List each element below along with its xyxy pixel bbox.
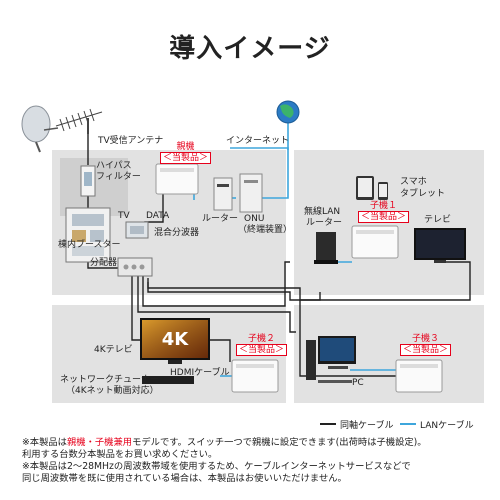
- child1-badge-product: ＜当製品＞: [358, 211, 410, 223]
- note-1-prefix: ※本製品は: [22, 437, 67, 448]
- note-1-suffix: モデルです。スイッチ一つで親機に設定できます(出荷時は子機設定)。: [132, 437, 427, 448]
- internet-globe-icon: [276, 100, 300, 124]
- parent-unit-device: [155, 163, 199, 195]
- smartphone-label-2: タブレット: [400, 189, 446, 199]
- parent-badge: 親機 ＜当製品＞: [160, 142, 212, 164]
- wlan-label-1: 無線LAN: [304, 207, 341, 217]
- parent-badge-name: 親機: [176, 142, 195, 152]
- smartphone-label-1: スマホ: [400, 177, 427, 187]
- parent-badge-product: ＜当製品＞: [160, 152, 212, 164]
- note-line-4: 同じ周波数帯を既に使用されている場合は、本製品はお使いいただけません。: [22, 473, 347, 484]
- note-line-1: ※本製品は親機・子機兼用モデルです。スイッチ一つで親機に設定できます(出荷時は子…: [22, 437, 492, 449]
- child3-badge-name: 子機３: [412, 334, 440, 344]
- child3-badge: 子機３ ＜当製品＞: [400, 334, 452, 356]
- notes: ※本製品は親機・子機兼用モデルです。スイッチ一つで親機に設定できます(出荷時は子…: [22, 437, 492, 485]
- child3-device: [395, 359, 443, 393]
- smartphone-tablet-icon: [356, 176, 388, 200]
- splitter-icon: [117, 257, 153, 277]
- net-tuner-label-2: （4Kネット動画対応）: [66, 386, 159, 396]
- onu-label-1: ONU: [244, 214, 265, 224]
- tv-4k-icon: [140, 318, 210, 364]
- tv4k-label: 4Kテレビ: [94, 345, 133, 355]
- wireless-router-icon: [314, 232, 338, 264]
- tv-port-label: TV: [118, 211, 130, 221]
- child3-badge-product: ＜当製品＞: [400, 344, 452, 356]
- booster-icon: [65, 207, 111, 263]
- child1-badge-name: 子機１: [370, 201, 398, 211]
- network-tuner-icon: [142, 376, 194, 384]
- pc-icon: [306, 336, 356, 383]
- mixer-label: 混合分波器: [154, 228, 200, 238]
- child1-badge: 子機１ ＜当製品＞: [358, 201, 410, 223]
- splitter-label: 分配器: [90, 258, 118, 268]
- onu-label-2: （終端装置）: [238, 225, 293, 235]
- wlan-label-2: ルーター: [306, 218, 343, 228]
- child2-badge-name: 子機２: [248, 334, 276, 344]
- high-pass-filter-icon: [80, 165, 96, 197]
- internet-label: インターネット: [226, 136, 290, 146]
- page-title: 導入イメージ: [169, 34, 331, 64]
- net-tuner-label-1: ネットワークチューナー: [60, 375, 160, 385]
- high-pass-label-2: フィルター: [96, 172, 141, 182]
- tv-set-label: テレビ: [424, 215, 452, 225]
- mixer-icon: [125, 221, 149, 239]
- tv-icon: [414, 228, 466, 263]
- child2-badge-product: ＜当製品＞: [236, 344, 288, 356]
- child2-badge: 子機２ ＜当製品＞: [236, 334, 288, 356]
- tv-4k-logo: 4K: [162, 329, 190, 350]
- satellite-dish-icon: [21, 105, 59, 153]
- hdmi-label: HDMIケーブル: [170, 368, 230, 378]
- note-line-2: 利用する台数分本製品をお買い求めください。: [22, 449, 218, 460]
- coax-cables: [87, 130, 471, 377]
- data-port-label: DATA: [146, 211, 170, 221]
- note-1-highlight: 親機・子機兼用: [66, 437, 133, 448]
- legend-coax-label: 同軸ケーブル: [340, 421, 394, 431]
- booster-label: 棟内ブースター: [58, 240, 121, 250]
- high-pass-label-1: ハイパス: [96, 161, 132, 171]
- router-label: ルーター: [202, 214, 239, 224]
- tv-antenna-label: TV受信アンテナ: [98, 136, 164, 146]
- child2-device: [231, 359, 279, 393]
- legend-lan-label: LANケーブル: [420, 421, 474, 431]
- pc-label: PC: [352, 378, 364, 388]
- onu-icon: [239, 173, 263, 213]
- yagi-antenna-icon: [55, 108, 103, 134]
- child1-device: [351, 225, 399, 259]
- router-icon: [213, 177, 233, 211]
- note-line-3: ※本製品は2～28MHzの周波数帯域を使用するため、ケーブルインターネットサービ…: [22, 461, 411, 472]
